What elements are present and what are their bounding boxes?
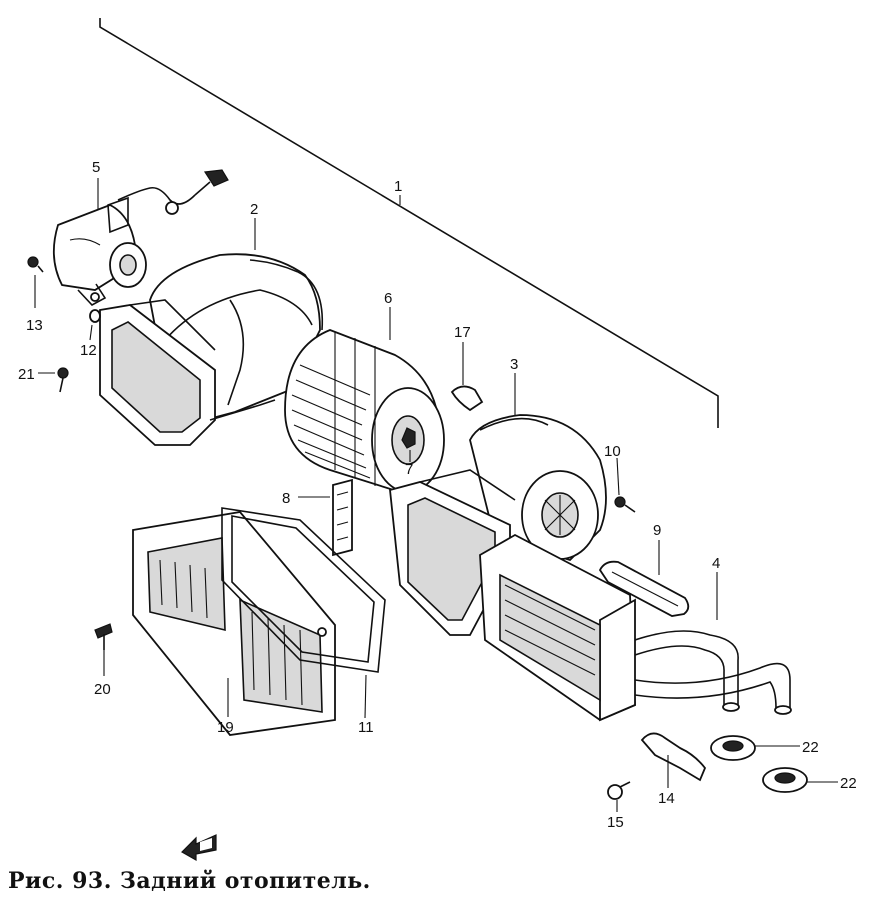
callout-labels: 1 2 3 4 5 6 7 8 9 10 11 12 13 14 15 17 1…: [18, 159, 857, 831]
callout-12: 12: [80, 342, 97, 359]
callout-7: 7: [405, 461, 413, 478]
callout-9: 9: [653, 522, 661, 539]
part-2-housing-left: [99, 253, 324, 446]
callout-1: 1: [394, 178, 402, 195]
callout-8: 8: [282, 490, 290, 507]
part-14-clamp: [640, 732, 707, 782]
part-21-screw: [57, 367, 69, 393]
callout-4: 4: [712, 555, 720, 572]
part-15-screw: [607, 781, 631, 800]
callout-19: 19: [217, 719, 234, 736]
callout-17: 17: [454, 324, 471, 341]
part-13-screw: [27, 256, 44, 273]
part-4-heater-core: [479, 533, 792, 722]
part-22-grommet-upper: [710, 735, 756, 761]
part-10-screw: [614, 496, 636, 513]
part-9-seal: [598, 560, 690, 617]
callout-22-lower: 22: [840, 775, 857, 792]
part-3-housing-right: [389, 414, 607, 636]
callout-13: 13: [26, 317, 43, 334]
callout-2: 2: [250, 201, 258, 218]
callout-6: 6: [384, 290, 392, 307]
callout-14: 14: [658, 790, 675, 807]
callout-15: 15: [607, 814, 624, 831]
callout-21: 21: [18, 366, 35, 383]
callout-22-upper: 22: [802, 739, 819, 756]
leader-lines: [34, 178, 838, 812]
front-arrow-icon: [181, 834, 217, 862]
figure-caption: Рис. 93. Задний отопитель.: [8, 868, 371, 894]
part-22-grommet-lower: [762, 767, 808, 793]
part-12-grommet: [89, 309, 101, 323]
part-8-resistor: [332, 478, 353, 557]
callout-3: 3: [510, 356, 518, 373]
callout-11: 11: [358, 719, 374, 736]
part-6-fan-wheel: [284, 329, 445, 493]
part-5-blower-motor: [52, 169, 229, 306]
part-11-gasket: [221, 507, 386, 673]
part-7-nut: [401, 427, 416, 449]
part-20-screw: [94, 623, 113, 650]
callout-20: 20: [94, 681, 111, 698]
part-17-clip: [450, 385, 484, 412]
assembly-bracket-1: [99, 18, 719, 428]
callout-10: 10: [604, 443, 621, 460]
callout-5: 5: [92, 159, 100, 176]
part-19-grille: [132, 511, 336, 736]
